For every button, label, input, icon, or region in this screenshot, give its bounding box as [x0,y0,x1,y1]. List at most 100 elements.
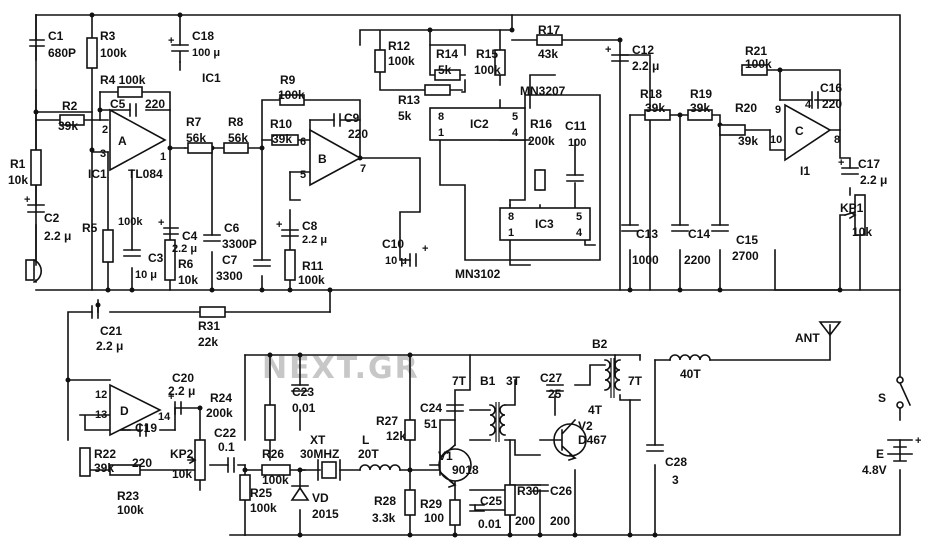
svg-text:2.2 μ: 2.2 μ [168,384,195,398]
svg-text:12: 12 [95,389,107,401]
switch-s [896,376,912,409]
svg-text:100k: 100k [745,57,772,71]
r31 [199,306,226,318]
svg-text:100k: 100k [118,216,143,228]
svg-text:R2: R2 [62,99,78,113]
svg-text:R15: R15 [476,47,498,61]
svg-text:B2: B2 [592,337,608,351]
svg-text:C18: C18 [192,29,214,43]
svg-text:2700: 2700 [732,249,759,263]
svg-text:7T: 7T [628,374,643,388]
svg-text:R29: R29 [420,497,442,511]
svg-text:100k: 100k [250,501,277,515]
r1 [30,149,42,186]
svg-text:100k: 100k [278,88,305,102]
coil-40t [669,354,711,361]
svg-text:4: 4 [805,99,812,111]
opamp-a: A 2 3 1 TL084 IC1 [88,108,167,181]
svg-text:L: L [362,433,369,447]
svg-text:R14: R14 [436,47,458,61]
r18 [644,109,671,121]
r15 [494,49,506,76]
svg-text:C27: C27 [540,371,562,385]
r27 [404,419,416,441]
svg-text:MN3102: MN3102 [455,267,501,281]
svg-text:R6: R6 [178,257,194,271]
svg-text:D467: D467 [578,433,607,447]
svg-text:R8: R8 [228,115,244,129]
svg-text:200: 200 [550,514,570,528]
r4 [117,86,143,98]
svg-text:R20: R20 [735,101,757,115]
svg-text:C: C [795,124,804,138]
svg-text:R30: R30 [517,484,539,498]
svg-text:10: 10 [770,134,782,146]
svg-text:C4: C4 [182,229,198,243]
svg-text:+: + [158,217,164,229]
svg-text:R13: R13 [398,93,420,107]
svg-text:I1: I1 [800,164,810,178]
svg-text:200: 200 [515,514,535,528]
svg-text:R5: R5 [82,221,98,235]
component-labels: C1 680P R3 100k C18 100 μ R4 100k C5 220… [8,23,887,531]
svg-text:R7: R7 [186,115,202,129]
opamp-d: D 12 13 14 [95,383,171,437]
svg-text:2.2 μ: 2.2 μ [860,173,887,187]
svg-text:100k: 100k [117,503,144,517]
varactor-vd [290,485,310,501]
svg-text:7: 7 [360,163,366,175]
r19 [687,109,713,121]
svg-text:2.2 μ: 2.2 μ [172,243,197,255]
microphone-icon [25,258,42,284]
inductor-l [359,464,401,471]
opamp-c: C 9 10 8 4 I1 [770,99,840,178]
r30 [504,484,516,516]
svg-text:200k: 200k [206,406,233,420]
svg-text:39k: 39k [272,132,292,146]
r13 [424,84,451,96]
crystal-xt [317,459,341,481]
svg-text:C10: C10 [382,237,404,251]
svg-text:56k: 56k [186,131,206,145]
svg-text:R9: R9 [280,73,296,87]
svg-text:C7: C7 [222,253,238,267]
battery-e: + [887,435,921,462]
svg-text:56k: 56k [228,131,248,145]
svg-text:R22: R22 [94,447,116,461]
svg-text:2.2 μ: 2.2 μ [632,59,659,73]
svg-text:C23: C23 [292,385,314,399]
svg-text:8: 8 [438,111,444,123]
svg-text:2.2 μ: 2.2 μ [302,234,327,246]
svg-text:3.3k: 3.3k [372,511,396,525]
svg-text:10 μ: 10 μ [385,255,407,267]
svg-text:3: 3 [672,473,679,487]
r11 [284,249,296,281]
svg-text:S: S [878,391,886,405]
svg-text:4: 4 [576,227,583,239]
svg-text:ANT: ANT [795,331,820,345]
svg-text:1: 1 [160,151,166,163]
svg-text:V1: V1 [438,449,453,463]
svg-text:14: 14 [158,411,171,423]
ic1-short-label: IC1 [88,167,107,181]
kp2-wiper-arrow [187,455,197,465]
svg-text:R19: R19 [690,87,712,101]
r10 [271,134,299,146]
svg-text:9: 9 [775,104,781,116]
svg-text:KP2: KP2 [170,447,194,461]
r22 [79,447,91,477]
watermark: NEXT.GR [262,351,420,386]
svg-text:XT: XT [310,433,326,447]
r29 [449,499,461,526]
svg-text:+: + [838,157,844,169]
svg-text:R23: R23 [117,489,139,503]
svg-text:2: 2 [102,124,108,136]
svg-text:220: 220 [145,97,165,111]
svg-text:13: 13 [95,409,107,421]
svg-text:+: + [915,435,921,447]
r7 [187,142,213,154]
svg-text:B1: B1 [480,374,496,388]
svg-text:10 μ: 10 μ [135,269,157,281]
